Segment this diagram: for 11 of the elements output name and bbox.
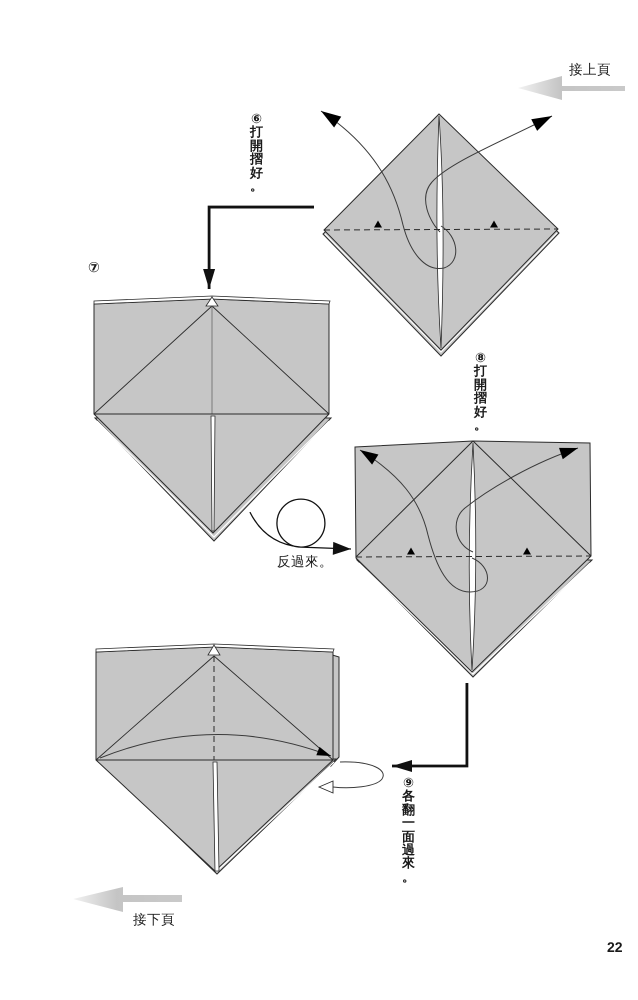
step-instruction: ⑧打開摺好。 [473, 352, 488, 432]
page-number: 22 [607, 940, 623, 954]
arrow [392, 683, 468, 772]
page-note: 接下頁 [133, 914, 175, 928]
step-number: ⑦ [88, 261, 100, 275]
step-instruction: ⑥打開摺好。 [249, 113, 264, 194]
folded-paper-drawing [91, 294, 334, 543]
arrow [249, 498, 352, 555]
arrow [203, 206, 314, 289]
step-instruction: ⑨各翻一面過來。 [401, 777, 416, 884]
page-note: 接上頁 [569, 64, 611, 78]
